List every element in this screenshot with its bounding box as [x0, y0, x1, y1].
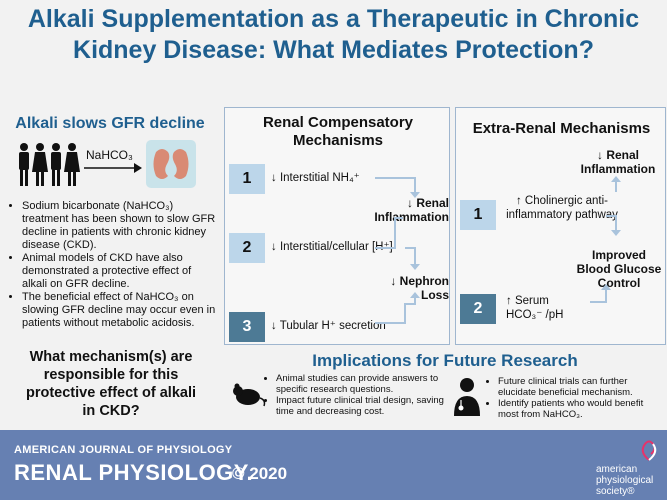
journal-name: RENAL PHYSIOLOGY.: [14, 460, 254, 485]
renal-arrows: [375, 177, 420, 324]
renal-heading: Renal Compensatory Mechanisms: [262, 114, 414, 149]
society-logo-icon: [641, 440, 657, 461]
bullet-1: Sodium bicarbonate (NaHCO₃) treatment ha…: [22, 200, 216, 252]
animal-point-2: Impact future clinical trial design, sav…: [276, 395, 452, 417]
bullet-2: Animal models of CKD have also demonstra…: [22, 252, 216, 291]
society-name: american physiological society®: [596, 464, 654, 497]
page-title: Alkali Supplementation as a Therapeutic …: [27, 5, 640, 64]
journal-footer: AMERICAN JOURNAL OF PHYSIOLOGY RENAL PHY…: [0, 430, 667, 500]
extra-arrows: [590, 176, 621, 303]
extra-renal-panel: Extra-Renal Mechanisms ↓ Renal Inflammat…: [455, 107, 666, 345]
people-icon: [19, 143, 80, 186]
clinical-implications: Future clinical trials can further eluci…: [484, 376, 662, 420]
extra-heading: Extra-Renal Mechanisms: [472, 120, 651, 137]
renal-box-1: 1: [229, 164, 265, 194]
arrow-right-icon: [84, 163, 142, 173]
implications-heading: Implications for Future Research: [312, 351, 578, 370]
renal-box-3: 3: [229, 312, 265, 342]
mouse-icon: [233, 383, 266, 407]
renal-item-2: ↓ Interstitial/cellular [H⁺]: [271, 241, 393, 253]
animal-point-1: Animal studies can provide answers to sp…: [276, 373, 452, 395]
alkali-bullets: Sodium bicarbonate (NaHCO₃) treatment ha…: [8, 200, 216, 330]
bullet-3: The beneficial effect of NaHCO₃ on slowi…: [22, 291, 216, 330]
extra-box-2: 2: [460, 294, 496, 324]
doctor-icon: [454, 378, 480, 416]
clinical-point-2: Identify patients who would benefit most…: [498, 398, 662, 420]
copyright-year: © 2020: [232, 464, 288, 483]
renal-item-3: ↓ Tubular H⁺ secretion: [271, 320, 386, 332]
mechanism-question: What mechanism(s) are responsible for th…: [25, 349, 197, 419]
animal-implications: Animal studies can provide answers to sp…: [262, 373, 452, 417]
journal-top: AMERICAN JOURNAL OF PHYSIOLOGY: [14, 444, 233, 456]
renal-panel: Renal Compensatory Mechanisms 1 ↓ Inters…: [224, 107, 450, 345]
renal-item-1: ↓ Interstitial NH₄⁺: [271, 172, 360, 184]
renal-box-2: 2: [229, 233, 265, 263]
alkali-panel: Alkali slows GFR decline NaHCO₃ Sodium b…: [0, 108, 220, 430]
extra-item-2: ↑ Serum HCO₃⁻ /pH: [506, 295, 564, 321]
renal-outcome-inflammation: ↓ Renal Inflammation: [374, 196, 449, 224]
alkali-heading: Alkali slows GFR decline: [15, 115, 205, 132]
extra-top-inflammation: ↓ Renal Inflammation: [580, 148, 656, 176]
extra-box-1: 1: [460, 200, 496, 230]
renal-outcome-nephron: ↓ Nephron Loss: [390, 274, 449, 302]
clinical-point-1: Future clinical trials can further eluci…: [498, 376, 662, 398]
drug-label: NaHCO₃: [86, 148, 133, 162]
kidney-icon: [146, 140, 196, 188]
extra-item-1: ↑ Cholinergic anti-inflammatory pathway: [506, 195, 618, 221]
extra-outcome-glucose: Improved Blood Glucose Control: [576, 248, 662, 290]
